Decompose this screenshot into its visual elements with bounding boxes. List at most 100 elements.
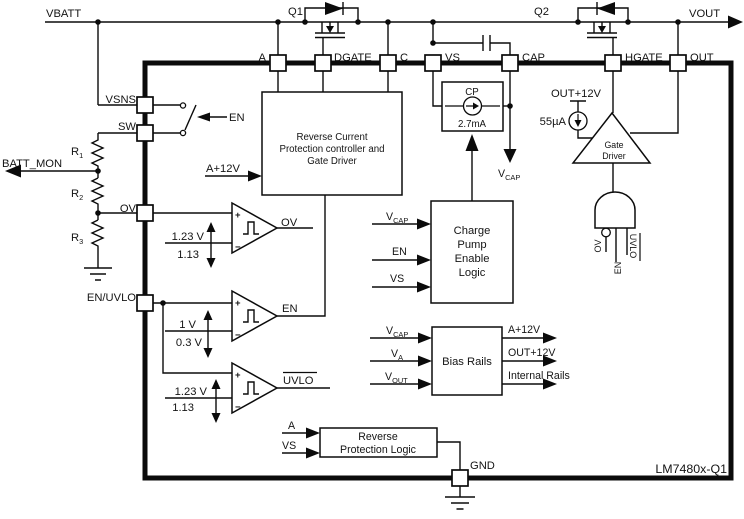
switch-blade [184, 104, 197, 131]
en-minus-sign: − [235, 330, 241, 341]
rpl-block: Reverse Protection Logic A VS [282, 420, 461, 470]
vs-cap-capacitor [430, 35, 511, 55]
pin-sw-label: SW [118, 121, 136, 133]
pin-vs [424, 54, 442, 72]
en-hysteresis-icon [243, 309, 259, 323]
and-in-ov-label: OV [593, 239, 603, 252]
and-gate-body [594, 191, 636, 229]
en-fall-label: 0.3 V [176, 337, 203, 349]
en-switch-label: EN [229, 112, 245, 124]
uvlo-hysteresis-icon [243, 381, 259, 395]
and-in-uvlo-label: UVLO [628, 234, 638, 259]
pin-ov [136, 204, 154, 222]
cpel-in-vs: VS [390, 273, 404, 285]
pin-out [669, 54, 687, 72]
r3-ground [84, 267, 112, 281]
pin-a [269, 54, 287, 72]
comparator-ov: + − OV 1.23 V 1.13 [165, 201, 313, 268]
gate-driver-line2: Driver [602, 151, 626, 161]
top-rail: VBATT VOUT [45, 8, 743, 29]
rpl-in-vs: VS [282, 440, 296, 452]
pin-dgate [314, 54, 332, 72]
rpl-line2: Protection Logic [340, 444, 417, 456]
ov-plus-sign: + [235, 210, 241, 221]
pin-en-uvlo-label: EN/UVLO [87, 292, 136, 304]
gate-driver-triangle [571, 111, 652, 164]
vcap-arrow: VCAP [498, 149, 520, 182]
gate-driver: OUT+12V 55µA Gate Driver [540, 88, 652, 164]
rpl-in-a: A [288, 420, 296, 432]
pin-gnd [451, 469, 469, 487]
bias-out-internal: Internal Rails [508, 370, 570, 382]
q2-transistor: Q2 [534, 2, 629, 55]
bias-out-a12: A+12V [508, 324, 541, 336]
gate-driver-line1: Gate [604, 140, 623, 150]
cpel-block: Charge Pump Enable Logic VCAP EN VS [372, 134, 514, 304]
cpel-line1: Charge [454, 225, 491, 237]
cpel-line4: Logic [459, 267, 486, 279]
ov-rise-label: 1.23 V [172, 231, 205, 243]
ov-hysteresis-icon [243, 221, 259, 235]
pin-sw [136, 124, 154, 142]
gnd-ground-symbol [445, 486, 475, 510]
pin-gnd-label: GND [470, 460, 495, 472]
en-rise-label: 1 V [179, 319, 196, 331]
uvlo-plus-sign: + [235, 370, 241, 381]
vbatt-label: VBATT [46, 8, 81, 20]
q1-transistor: Q1 [288, 2, 359, 55]
rcp-supply-label: A+12V [206, 163, 240, 175]
bias-block: Bias Rails VCAP VA VOUT A+12V OUT+12V In… [370, 324, 570, 396]
pin-c [379, 54, 397, 72]
uvlo-minus-sign: − [235, 402, 241, 413]
resistor-r1 [90, 133, 105, 178]
and-input-bubble [601, 227, 611, 238]
rcp-block: Reverse Current Protection controller an… [205, 91, 403, 196]
pin-a-label: A [259, 52, 267, 64]
batt-mon-label: BATT_MON [2, 158, 62, 170]
part-number: LM7480x-Q1 [655, 462, 727, 476]
batt-mon-arrowhead [5, 164, 21, 178]
battery-divider: BATT_MON R1 R2 R3 [2, 104, 137, 281]
gate-driver-supply-label: OUT+12V [551, 88, 602, 100]
comparator-uvlo: + − UVLO 1.23 V 1.13 [165, 361, 330, 423]
en-switch: EN [153, 102, 245, 137]
pin-out-label: OUT [690, 52, 714, 64]
q2-body-diode [597, 2, 615, 15]
cpel-in-vcap: VCAP [386, 211, 408, 225]
rcp-line2: Protection controller and [279, 144, 384, 155]
pin-cap [501, 54, 519, 72]
en-comp-out-label: EN [282, 303, 298, 315]
vout-label: VOUT [689, 8, 720, 20]
bias-in-vcap: VCAP [386, 325, 408, 339]
r3-label: R3 [71, 232, 83, 246]
cp-current-arrow [473, 102, 479, 110]
bias-current-label: 55µA [540, 116, 567, 128]
pin-vs-label: VS [445, 52, 460, 64]
internal-wires [153, 71, 679, 374]
cpel-line3: Enable [455, 253, 490, 265]
pin-ov-label: OV [120, 203, 137, 215]
rpl-line1: Reverse [358, 431, 398, 443]
cpel-to-cp-arrowhead [465, 134, 479, 151]
cp-title: CP [465, 87, 478, 98]
external-risers [97, 22, 679, 105]
uvlo-rise-label: 1.23 V [175, 386, 208, 398]
pin-cap-label: CAP [522, 52, 545, 64]
bias-title: Bias Rails [442, 356, 492, 368]
ov-fall-label: 1.13 [177, 249, 199, 261]
ov-comp-out-label: OV [281, 217, 298, 229]
uvlo-fall-label: 1.13 [172, 402, 194, 414]
pin-hgate [604, 54, 622, 72]
pin-en-uvlo [136, 294, 154, 312]
q1-label: Q1 [288, 6, 303, 18]
uvlo-comp-out-label: UVLO [283, 375, 314, 387]
pin-dgate-label: DGATE [334, 52, 372, 64]
pin-vsns [136, 96, 154, 114]
vout-arrowhead [728, 15, 743, 29]
pin-hgate-label: HGATE [625, 52, 663, 64]
vcap-arrow-label: VCAP [498, 168, 520, 182]
cpel-in-en: EN [392, 246, 407, 258]
bias-current-arrow [574, 120, 582, 127]
rcp-line3: Gate Driver [307, 156, 357, 167]
